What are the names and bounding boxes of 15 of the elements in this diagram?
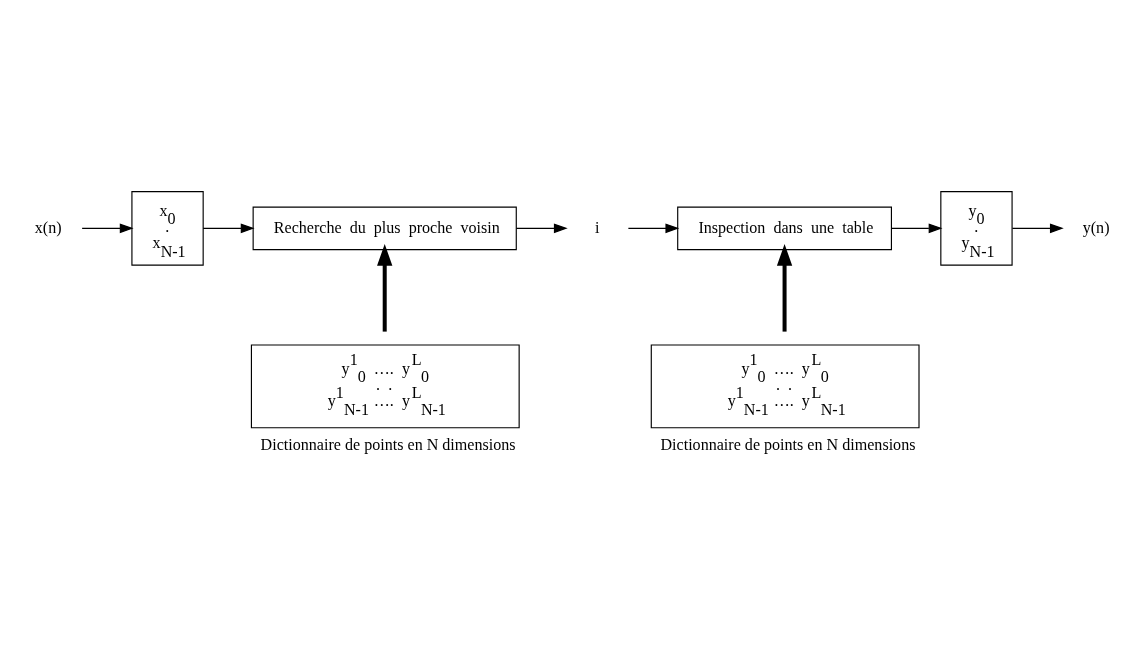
arrow [1011,223,1064,233]
node-label: Dictionnaire de points en N dimensions [660,435,916,453]
node-text: x(n) [34,218,62,236]
node-text: y(n) [1082,218,1110,236]
arrow [202,223,255,233]
node-box: Inspection dans une table [677,206,892,250]
arrow [377,243,393,332]
node-box: Recherche du plus proche voisin [252,206,517,250]
arrow [515,223,568,233]
arrow [81,223,134,233]
node-text: i [594,218,600,236]
arrow [627,223,680,233]
arrow [776,243,793,332]
arrow [891,223,943,233]
node-label: Dictionnaire de points en N dimensions [260,435,516,453]
